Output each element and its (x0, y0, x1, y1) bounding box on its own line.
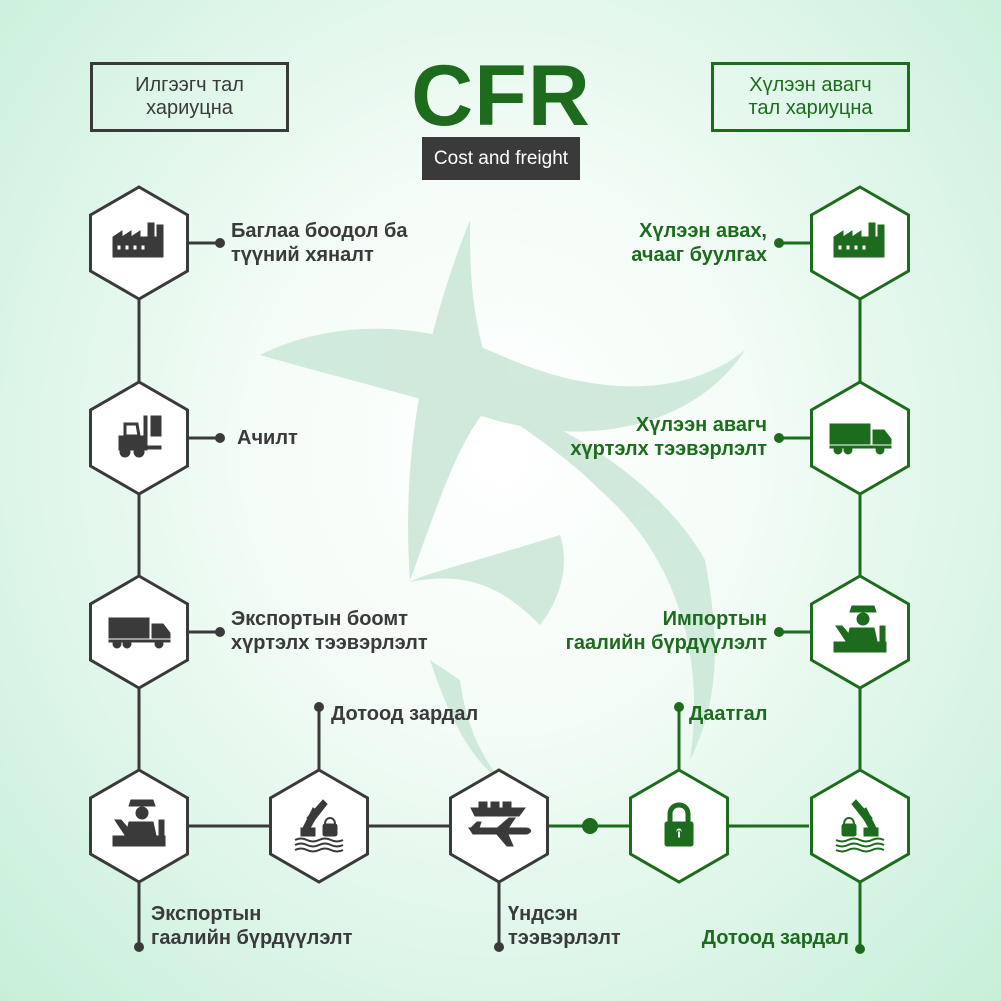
label-insurance-line-1: Даатгал (689, 703, 768, 725)
label-export-transport-line-1: Экспортын боомт (231, 608, 408, 630)
buyer-responsibility-box: Хүлээн авагч тал хариуцна (711, 62, 910, 132)
label-main-transport-line-2: тээвэрлэлт (508, 927, 621, 949)
buyer-box-line-1: Хүлээн авагч (749, 74, 872, 96)
label-internal-cost-buyer-line-1: Дотоод зардал (701, 927, 849, 949)
node-receiving (810, 185, 910, 301)
label-packaging-line-2: түүний хяналт (231, 244, 374, 266)
label-internal-cost-buyer: Дотоод зардал (702, 926, 849, 950)
label-internal-cost-seller: Дотоод зардал (331, 702, 478, 726)
node-internal-cost-buyer (810, 768, 910, 884)
label-loading-line-1: Ачилт (237, 427, 298, 449)
label-loading: Ачилт (237, 426, 298, 450)
label-receiving: Хүлээн авах, ачааг буулгах (631, 219, 767, 267)
label-export-customs: Экспортын гаалийн бүрдүүлэлт (151, 902, 352, 950)
node-loading (89, 380, 189, 496)
label-import-customs: Импортын гаалийн бүрдүүлэлт (566, 607, 767, 655)
page-subtitle: Cost and freight (422, 137, 580, 180)
leader-dots (134, 238, 865, 954)
label-packaging: Баглаа боодол ба түүний хяналт (231, 219, 408, 267)
label-transport-to-buyer: Хүлээн авагч хүртэлх тээвэрлэлт (570, 413, 767, 461)
flow-connectors (137, 241, 862, 948)
seller-box-line-2: хариуцна (146, 97, 233, 119)
node-export-transport (89, 574, 189, 690)
label-transport-to-buyer-line-1: Хүлээн авагч (635, 414, 767, 436)
node-internal-cost-seller (269, 768, 369, 884)
label-packaging-line-1: Баглаа боодол ба (231, 220, 408, 242)
label-internal-cost-seller-line-1: Дотоод зардал (331, 703, 479, 725)
seller-box-line-1: Илгээгч тал (135, 74, 244, 96)
node-transport-to-buyer (810, 380, 910, 496)
label-transport-to-buyer-line-2: хүртэлх тээвэрлэлт (570, 438, 767, 460)
page-title: CFR (411, 48, 591, 144)
label-main-transport-line-1: Үндсэн (508, 903, 578, 925)
node-import-customs (810, 574, 910, 690)
label-export-transport: Экспортын боомт хүртэлх тээвэрлэлт (231, 607, 428, 655)
label-export-transport-line-2: хүртэлх тээвэрлэлт (231, 632, 428, 654)
node-packaging (89, 185, 189, 301)
buyer-box-line-2: тал хариуцна (748, 97, 873, 119)
node-export-customs (89, 768, 189, 884)
label-export-customs-line-2: гаалийн бүрдүүлэлт (151, 927, 353, 949)
node-insurance (629, 768, 729, 884)
label-insurance: Даатгал (689, 702, 767, 726)
label-import-customs-line-1: Импортын (662, 608, 767, 630)
label-import-customs-line-2: гаалийн бүрдүүлэлт (565, 632, 767, 654)
label-receiving-line-2: ачааг буулгах (631, 244, 767, 266)
node-main-transport (449, 768, 549, 884)
label-receiving-line-1: Хүлээн авах, (639, 220, 767, 242)
watermark-logo (260, 220, 745, 790)
label-main-transport: Үндсэн тээвэрлэлт (508, 902, 621, 950)
seller-responsibility-box: Илгээгч тал хариуцна (90, 62, 289, 132)
label-export-customs-line-1: Экспортын (151, 903, 262, 925)
